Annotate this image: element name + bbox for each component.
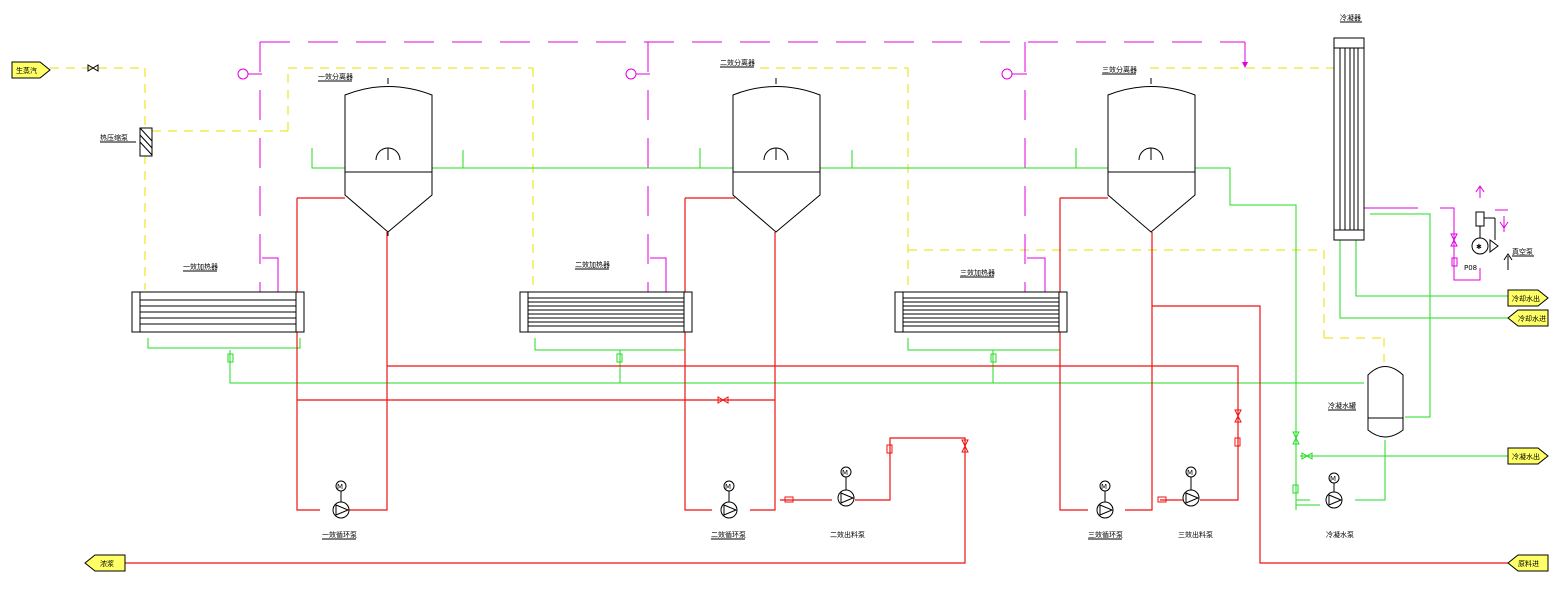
pump1-label: 一效循环泵 [322,530,357,539]
product-out-label: 浓浆 [100,559,114,568]
condensate-tank [1367,366,1404,438]
valves [87,64,1458,503]
live-steam-label: 生蒸汽 [16,66,37,75]
vacuum-pump-tag: P08 [1464,264,1477,272]
flow-meter-icon [784,496,794,503]
arrow-tag-condensate-out: 冷凝水出 [1507,447,1549,465]
flow-meter-icon [886,444,893,454]
pump3-label: 三效循环泵 [1088,530,1123,539]
condenser [1333,37,1365,241]
feed-in-label: 原料进 [1518,559,1539,568]
arrow-tag-product-out: 浓浆 [84,554,126,572]
condensate-out-label: 冷凝水出 [1512,452,1540,461]
flow-meter-icon [1234,437,1241,447]
motor-label: M [337,483,343,491]
pressure-gauge-icon [237,68,262,80]
flow-meter-icon [227,353,234,363]
vacuum-pump-label: 真空泵 [1512,247,1533,256]
condensate-pump-label: 冷凝水泵 [1326,530,1354,539]
pump-1: M [332,480,350,519]
sep3-label: 三效分离器 [1102,65,1137,74]
pressure-gauge-icon [1001,68,1027,80]
cooling-out-label: 冷却水出 [1512,294,1540,303]
motor-label: M [1101,483,1107,491]
condensate-pump: M [1325,472,1343,509]
heater1-label: 一效加热器 [183,262,218,271]
heater-2 [519,291,693,333]
motor-label: M [1330,475,1336,483]
pump-3: M [1096,480,1114,519]
pressure-gauges [237,68,1027,80]
water-lines [147,148,1508,510]
heater-3 [894,291,1068,333]
svg-text:✱: ✱ [1476,243,1482,251]
vacuum-pump: ✱ [1471,211,1513,270]
pump2-out-label: 二效出料泵 [830,530,865,539]
thermo-compressor-label: 热压缩泵 [100,133,128,142]
arrow-tag-cooling-out: 冷却水出 [1507,289,1549,307]
separator-2 [732,78,821,233]
condenser-label: 冷凝器 [1340,13,1361,22]
flow-meter-icon [1292,484,1299,494]
valve-icon [1234,409,1242,423]
valve-icon [1301,452,1313,460]
separator-1 [344,78,433,236]
flow-meter-icon [616,353,623,363]
heater-1 [131,291,305,333]
valve-icon [1450,233,1458,247]
thermo-compressor [139,127,153,157]
sep1-label: 一效分离器 [318,72,353,81]
pressure-gauge-icon [625,68,650,80]
heater3-label: 三效加热器 [960,268,995,277]
equipment-labels: 热压缩泵 一效分离器 二效分离器 三效分离器 一效加热器 二效加热器 三效加热器… [100,13,1534,540]
flow-meter-icon [990,353,997,363]
valve-icon [87,64,99,72]
motor-label: M [1187,469,1193,477]
condensate-tank-label: 冷凝水罐 [1328,401,1356,410]
motor-label: M [842,469,848,477]
vacuum-lines [259,41,1509,330]
pump-3-out: M [1182,466,1200,507]
flow-meter-icon [1157,496,1167,503]
valve-icon [717,396,729,404]
motor-label: M [725,483,731,491]
valve-icon [1292,431,1300,445]
arrow-tag-feed-in: 原料进 [1507,554,1549,572]
separator-3 [1107,78,1196,233]
pump-2: M [720,480,738,519]
heater2-label: 二效加热器 [575,260,610,269]
cooling-in-label: 冷却水进 [1518,314,1546,323]
steam-lines [50,67,1385,362]
pumps: M M M M M [332,466,1343,519]
arrow-tag-cooling-in: 冷却水进 [1507,309,1549,327]
flow-meter-icon [1451,257,1458,267]
sep2-label: 二效分离器 [720,58,755,67]
valve-icon [961,439,969,453]
pump2-label: 二效循环泵 [711,530,746,539]
pump-2-out: M [837,466,855,507]
pump3-out-label: 三效出料泵 [1178,530,1213,539]
arrow-tag-live-steam: 生蒸汽 [11,61,51,79]
